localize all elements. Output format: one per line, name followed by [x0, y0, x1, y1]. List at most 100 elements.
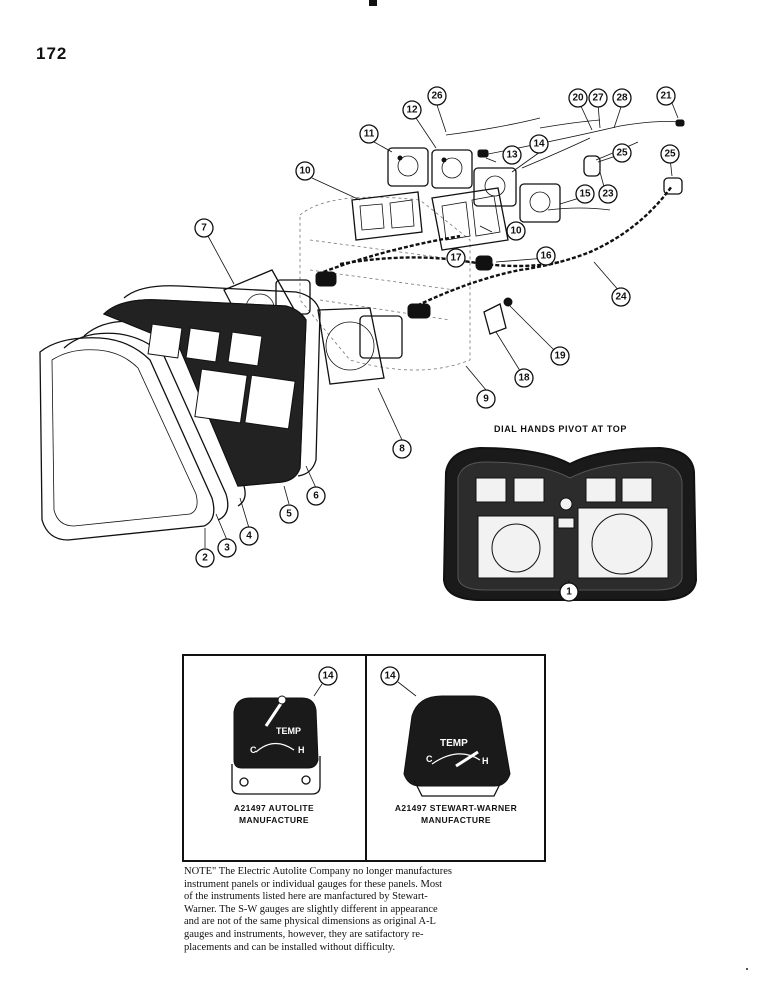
callout-10: 10	[295, 161, 315, 181]
callout-10-b: 10	[506, 221, 526, 241]
bracket-18	[483, 303, 507, 335]
stewart-warner-gauge-figure: 14 TEMP C H	[380, 666, 511, 797]
svg-text:7: 7	[201, 223, 207, 234]
note-line: NOTE" The Electric Autolite Company no l…	[184, 866, 452, 877]
callout-8: 8	[392, 439, 412, 459]
callout-24: 24	[611, 287, 631, 307]
svg-text:8: 8	[399, 444, 405, 455]
callout-7: 7	[194, 218, 214, 238]
svg-text:10: 10	[299, 166, 311, 177]
svg-text:TEMP: TEMP	[440, 738, 468, 749]
svg-text:27: 27	[592, 93, 604, 104]
svg-text:6: 6	[313, 491, 319, 502]
callout-26: 26	[427, 86, 447, 106]
callout-25-b: 25	[660, 144, 680, 164]
clip-21	[675, 119, 685, 127]
svg-text:14: 14	[533, 139, 545, 150]
callout-9: 9	[476, 389, 496, 409]
note-line: placements and can be installed without …	[184, 941, 396, 953]
svg-text:3: 3	[224, 543, 230, 554]
sensor-17	[475, 255, 493, 271]
note-line: of the instruments listed here are manfa…	[184, 891, 428, 903]
note-line: gauges and instruments, however, they ar…	[184, 928, 424, 940]
svg-text:1: 1	[566, 587, 572, 598]
svg-text:18: 18	[518, 373, 530, 384]
autolite-caption: A21497 AUTOLITE MANUFACTURE	[184, 802, 364, 826]
svg-text:13: 13	[506, 150, 518, 161]
bulb-socket-25	[583, 155, 601, 177]
autolite-caption-line1: A21497 AUTOLITE	[233, 803, 315, 813]
cable-end-25	[663, 177, 683, 195]
cables	[317, 117, 681, 310]
svg-text:11: 11	[364, 129, 375, 140]
speedometer-8	[317, 303, 431, 385]
svg-text:9: 9	[483, 394, 489, 405]
callout-13: 13	[502, 145, 522, 165]
connector-13	[477, 149, 489, 158]
callout-11: 11	[359, 124, 379, 144]
callout-18: 18	[514, 368, 534, 388]
gauge-unit-11	[387, 147, 429, 187]
svg-text:14: 14	[384, 671, 396, 682]
svg-text:C: C	[426, 754, 433, 764]
inset-callout-autolite: 14	[318, 666, 338, 686]
stewart-warner-caption: A21497 STEWART-WARNER MANUFACTURE	[366, 802, 546, 826]
callout-20: 20	[568, 88, 588, 108]
svg-text:15: 15	[579, 189, 591, 200]
svg-text:2: 2	[202, 553, 208, 564]
leader-lines	[204, 97, 679, 588]
callout-28: 28	[612, 88, 632, 108]
inset-divider	[365, 656, 367, 860]
svg-text:5: 5	[286, 509, 292, 520]
bezel-stack	[39, 285, 321, 541]
header-mark	[369, 0, 377, 6]
gauge-unit-12	[431, 149, 473, 189]
exploded-parts-diagram: 1 2 3 4 5 6 7 8 9 10 10 11 12 13 14 15 1…	[39, 86, 698, 602]
dial-hands-caption: DIAL HANDS PIVOT AT TOP	[494, 424, 627, 434]
svg-text:C: C	[250, 745, 257, 755]
svg-text:12: 12	[406, 105, 418, 116]
svg-text:H: H	[298, 745, 305, 755]
svg-text:17: 17	[450, 253, 462, 264]
callout-16: 16	[536, 246, 556, 266]
callout-19: 19	[550, 346, 570, 366]
callout-6: 6	[306, 486, 326, 506]
nut-19	[503, 297, 513, 307]
note-line: instrument panels or individual gauges f…	[184, 878, 443, 890]
callout-21: 21	[656, 86, 676, 106]
callout-27: 27	[588, 88, 608, 108]
gauge-unit-15	[519, 183, 561, 223]
assembled-cluster-1	[442, 446, 698, 601]
page-number: 172	[36, 44, 68, 63]
svg-text:16: 16	[540, 251, 552, 262]
svg-text:23: 23	[602, 189, 614, 200]
gauge-unit-14	[473, 167, 517, 207]
callout-25: 25	[612, 143, 632, 163]
svg-text:25: 25	[664, 149, 676, 160]
svg-text:10: 10	[510, 226, 522, 237]
callout-15: 15	[575, 184, 595, 204]
svg-text:28: 28	[616, 93, 628, 104]
callout-3: 3	[217, 538, 237, 558]
svg-text:21: 21	[660, 91, 672, 102]
callout-12: 12	[402, 100, 422, 120]
callout-1: 1	[559, 582, 579, 602]
manufacturer-note: NOTE" The Electric Autolite Company no l…	[184, 866, 554, 954]
svg-text:TEMP: TEMP	[276, 726, 301, 736]
gauge-comparison-inset: 14 TEMP C H A21497 AUTOLITE MANUFACTURE …	[182, 654, 546, 862]
callout-23: 23	[598, 184, 618, 204]
svg-text:14: 14	[322, 671, 334, 682]
svg-text:H: H	[482, 756, 489, 766]
callout-5: 5	[279, 504, 299, 524]
callout-14: 14	[529, 134, 549, 154]
bracket-10-left	[351, 191, 423, 241]
svg-text:24: 24	[615, 292, 627, 303]
autolite-caption-line2: MANUFACTURE	[238, 815, 310, 825]
svg-text:26: 26	[431, 91, 443, 102]
bracket-10-right	[431, 187, 509, 251]
callout-17: 17	[446, 248, 466, 268]
stewart-warner-caption-line2: MANUFACTURE	[420, 815, 492, 825]
stewart-warner-caption-line1: A21497 STEWART-WARNER	[394, 803, 518, 813]
inset-callout-stewart-warner: 14	[380, 666, 400, 686]
autolite-gauge-figure: 14 TEMP C H	[231, 666, 338, 795]
